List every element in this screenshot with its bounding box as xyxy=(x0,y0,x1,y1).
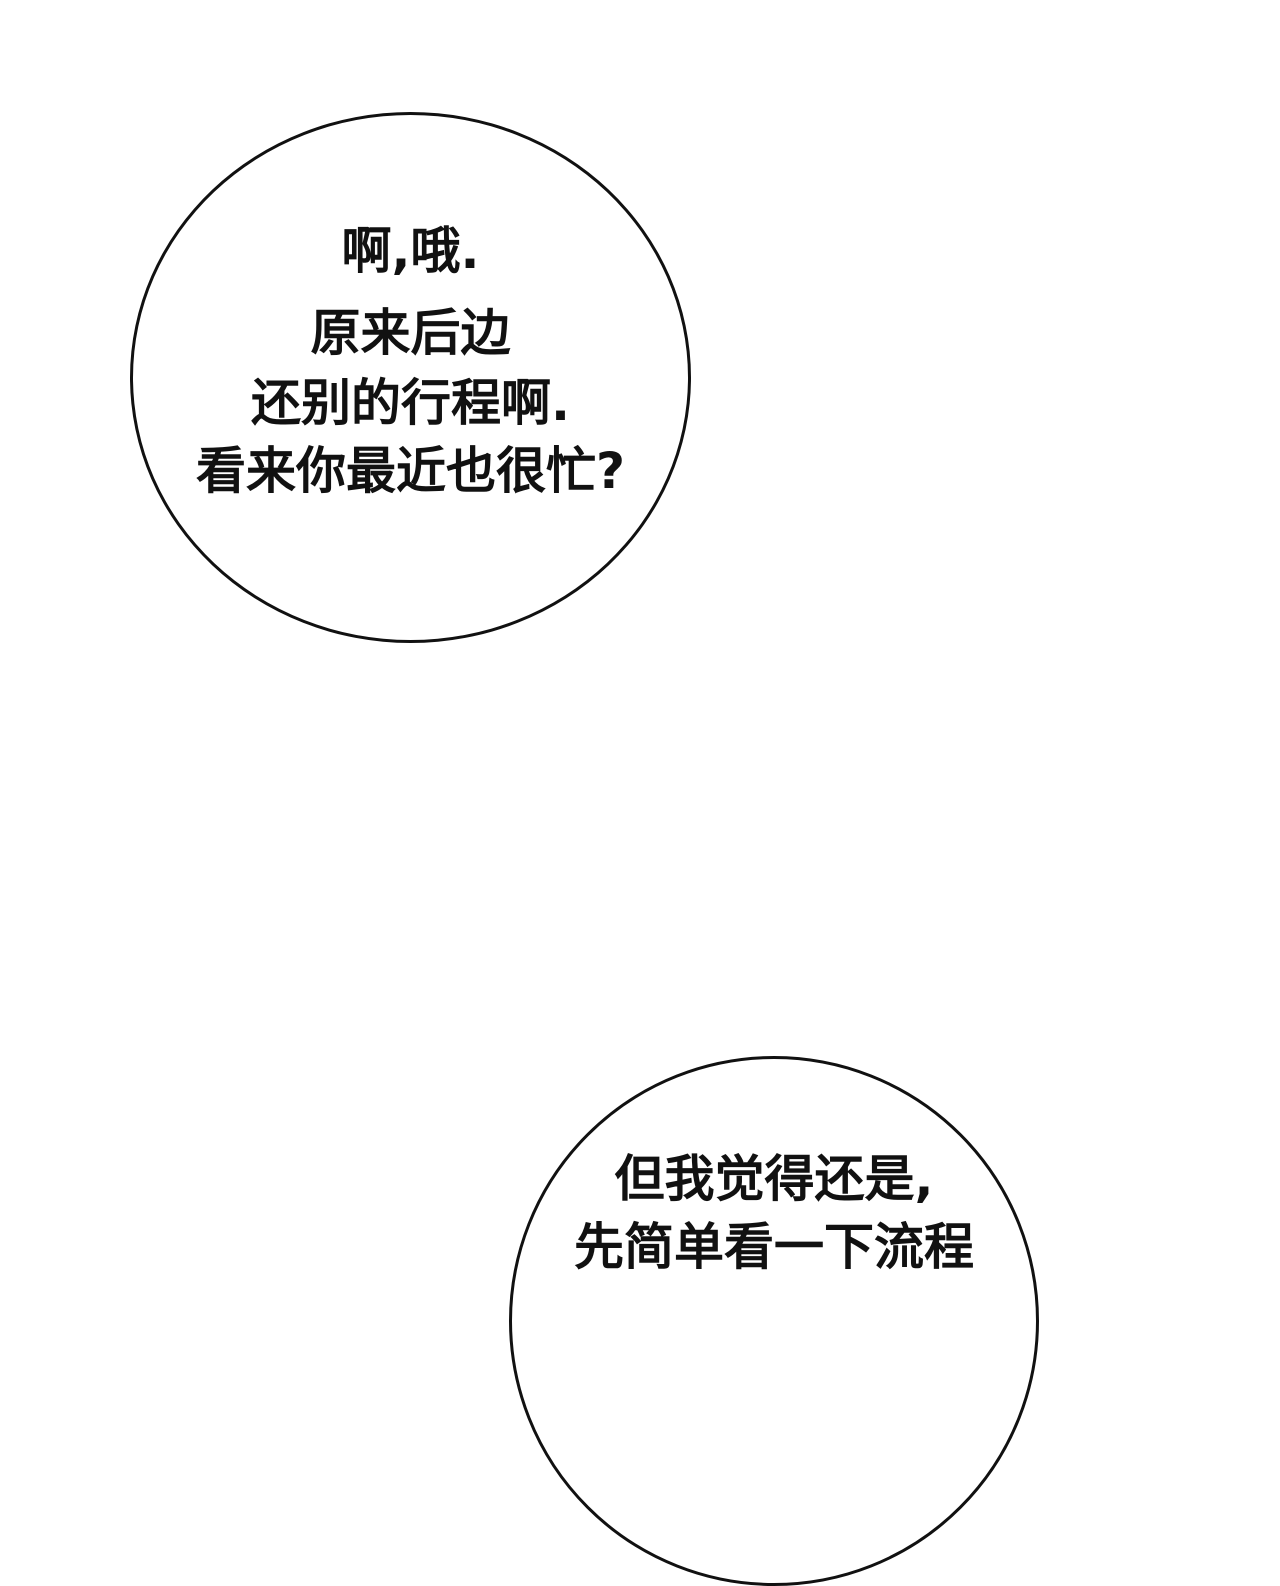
dialogue-line: 原来后边 xyxy=(310,304,511,362)
dialogue-line: 啊,哦. xyxy=(341,222,480,280)
dialogue-line: 先简单看一下流程 xyxy=(574,1218,974,1276)
speech-bubble: 啊,哦. 原来后边 还别的行程啊. 看来你最近也很忙? xyxy=(130,112,691,643)
speech-bubble: 但我觉得还是, 先简单看一下流程 xyxy=(509,1056,1039,1586)
dialogue-line: 但我觉得还是, xyxy=(614,1150,934,1208)
dialogue-line: 看来你最近也很忙? xyxy=(195,442,625,500)
dialogue-line: 还别的行程啊. xyxy=(251,374,570,432)
